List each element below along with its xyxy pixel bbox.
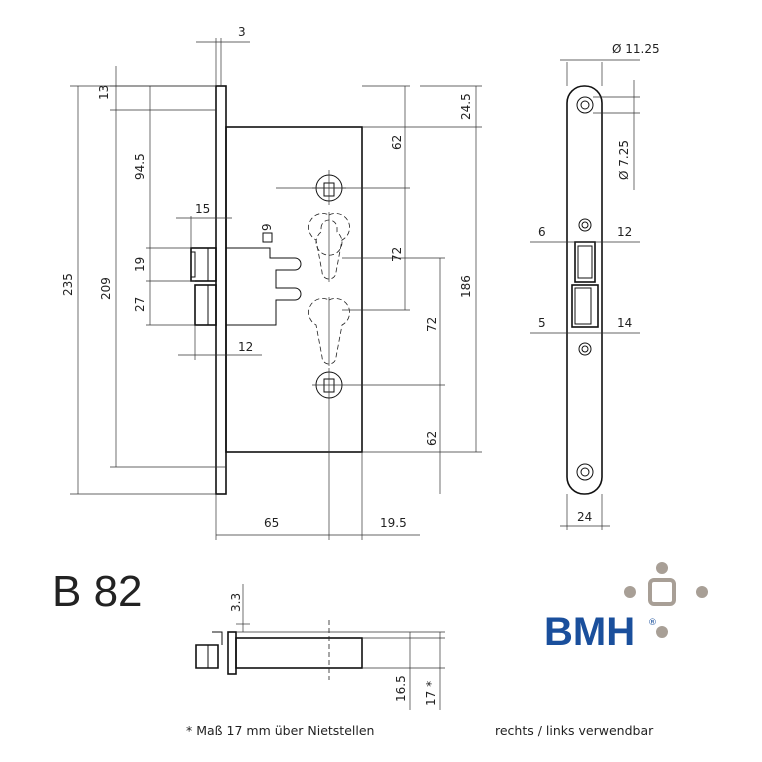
- lock-case: [225, 126, 363, 453]
- rivet-top: [578, 218, 592, 232]
- small-square: [262, 232, 273, 243]
- bolt-tail: [226, 247, 302, 326]
- dim-62-top: 62: [390, 135, 404, 150]
- dim-dia-7-25: Ø 7.25: [617, 140, 631, 180]
- dim-dia-11-25: Ø 11.25: [612, 42, 660, 56]
- footnote-text: * Maß 17 mm über Nietstellen: [186, 723, 374, 738]
- latch-bolt: [190, 247, 217, 282]
- dim-24-5: 24.5: [459, 93, 473, 120]
- bottom-bolt: [195, 644, 219, 669]
- dead-bolt: [194, 284, 217, 326]
- dim-94-5: 94.5: [133, 153, 147, 180]
- follower-top: [312, 170, 346, 205]
- follower-bottom: [312, 368, 346, 540]
- dim-13: 13: [97, 85, 111, 100]
- faceplate: [566, 85, 603, 495]
- bmh-logo: BMH ®: [544, 562, 708, 654]
- bottom-forend: [227, 631, 237, 675]
- side-dimension-labels: Ø 11.25 Ø 7.25 6 12 5 14 24: [538, 42, 660, 524]
- dim-24: 24: [577, 510, 592, 524]
- bottom-view: 3.3 16.5 17 *: [195, 584, 445, 710]
- dim-62-bottom: 62: [425, 431, 439, 446]
- logo-mark-icon: [624, 562, 708, 638]
- dim-72-b: 72: [425, 317, 439, 332]
- dim-3: 3: [238, 25, 246, 39]
- bolt-opening: [571, 284, 599, 328]
- dimension-labels: 3 13 235 209 94.5 19 27 15 9 12 62 72 72…: [61, 25, 473, 530]
- model-title: B 82: [52, 567, 143, 616]
- dim-65: 65: [264, 516, 279, 530]
- dim-186: 186: [459, 275, 473, 298]
- dim-14: 14: [617, 316, 632, 330]
- side-dimension-lines: [530, 59, 640, 530]
- dim-19: 19: [133, 257, 147, 272]
- dim-6: 6: [538, 225, 546, 239]
- side-view: Ø 11.25 Ø 7.25 6 12 5 14 24: [530, 42, 660, 530]
- dim-9: 9: [260, 223, 274, 231]
- cylinder-hole-1: [308, 212, 350, 282]
- dim-15: 15: [195, 202, 210, 216]
- dim-16-5: 16.5: [394, 675, 408, 702]
- dim-27: 27: [133, 297, 147, 312]
- dim-3-3: 3.3: [229, 593, 243, 612]
- rivet-bottom: [578, 342, 592, 356]
- forend-plate: [215, 85, 227, 495]
- logo-brand-text: BMH: [544, 610, 635, 654]
- dim-12-face: 12: [617, 225, 632, 239]
- usage-text: rechts / links verwendbar: [495, 723, 654, 738]
- dim-17: 17 *: [424, 681, 438, 706]
- screw-hole-top: [576, 96, 594, 114]
- dim-12: 12: [238, 340, 253, 354]
- screw-hole-bottom: [576, 463, 594, 481]
- dim-19-5: 19.5: [380, 516, 407, 530]
- dimension-lines: [70, 38, 482, 540]
- bottom-case: [235, 637, 363, 669]
- logo-registered: ®: [648, 618, 657, 628]
- dim-235: 235: [61, 273, 75, 296]
- dim-209: 209: [99, 277, 113, 300]
- dim-72-a: 72: [390, 247, 404, 262]
- cylinder-hole-2: [308, 297, 350, 366]
- front-view: 3 13 235 209 94.5 19 27 15 9 12 62 72 72…: [61, 25, 482, 540]
- dim-5: 5: [538, 316, 546, 330]
